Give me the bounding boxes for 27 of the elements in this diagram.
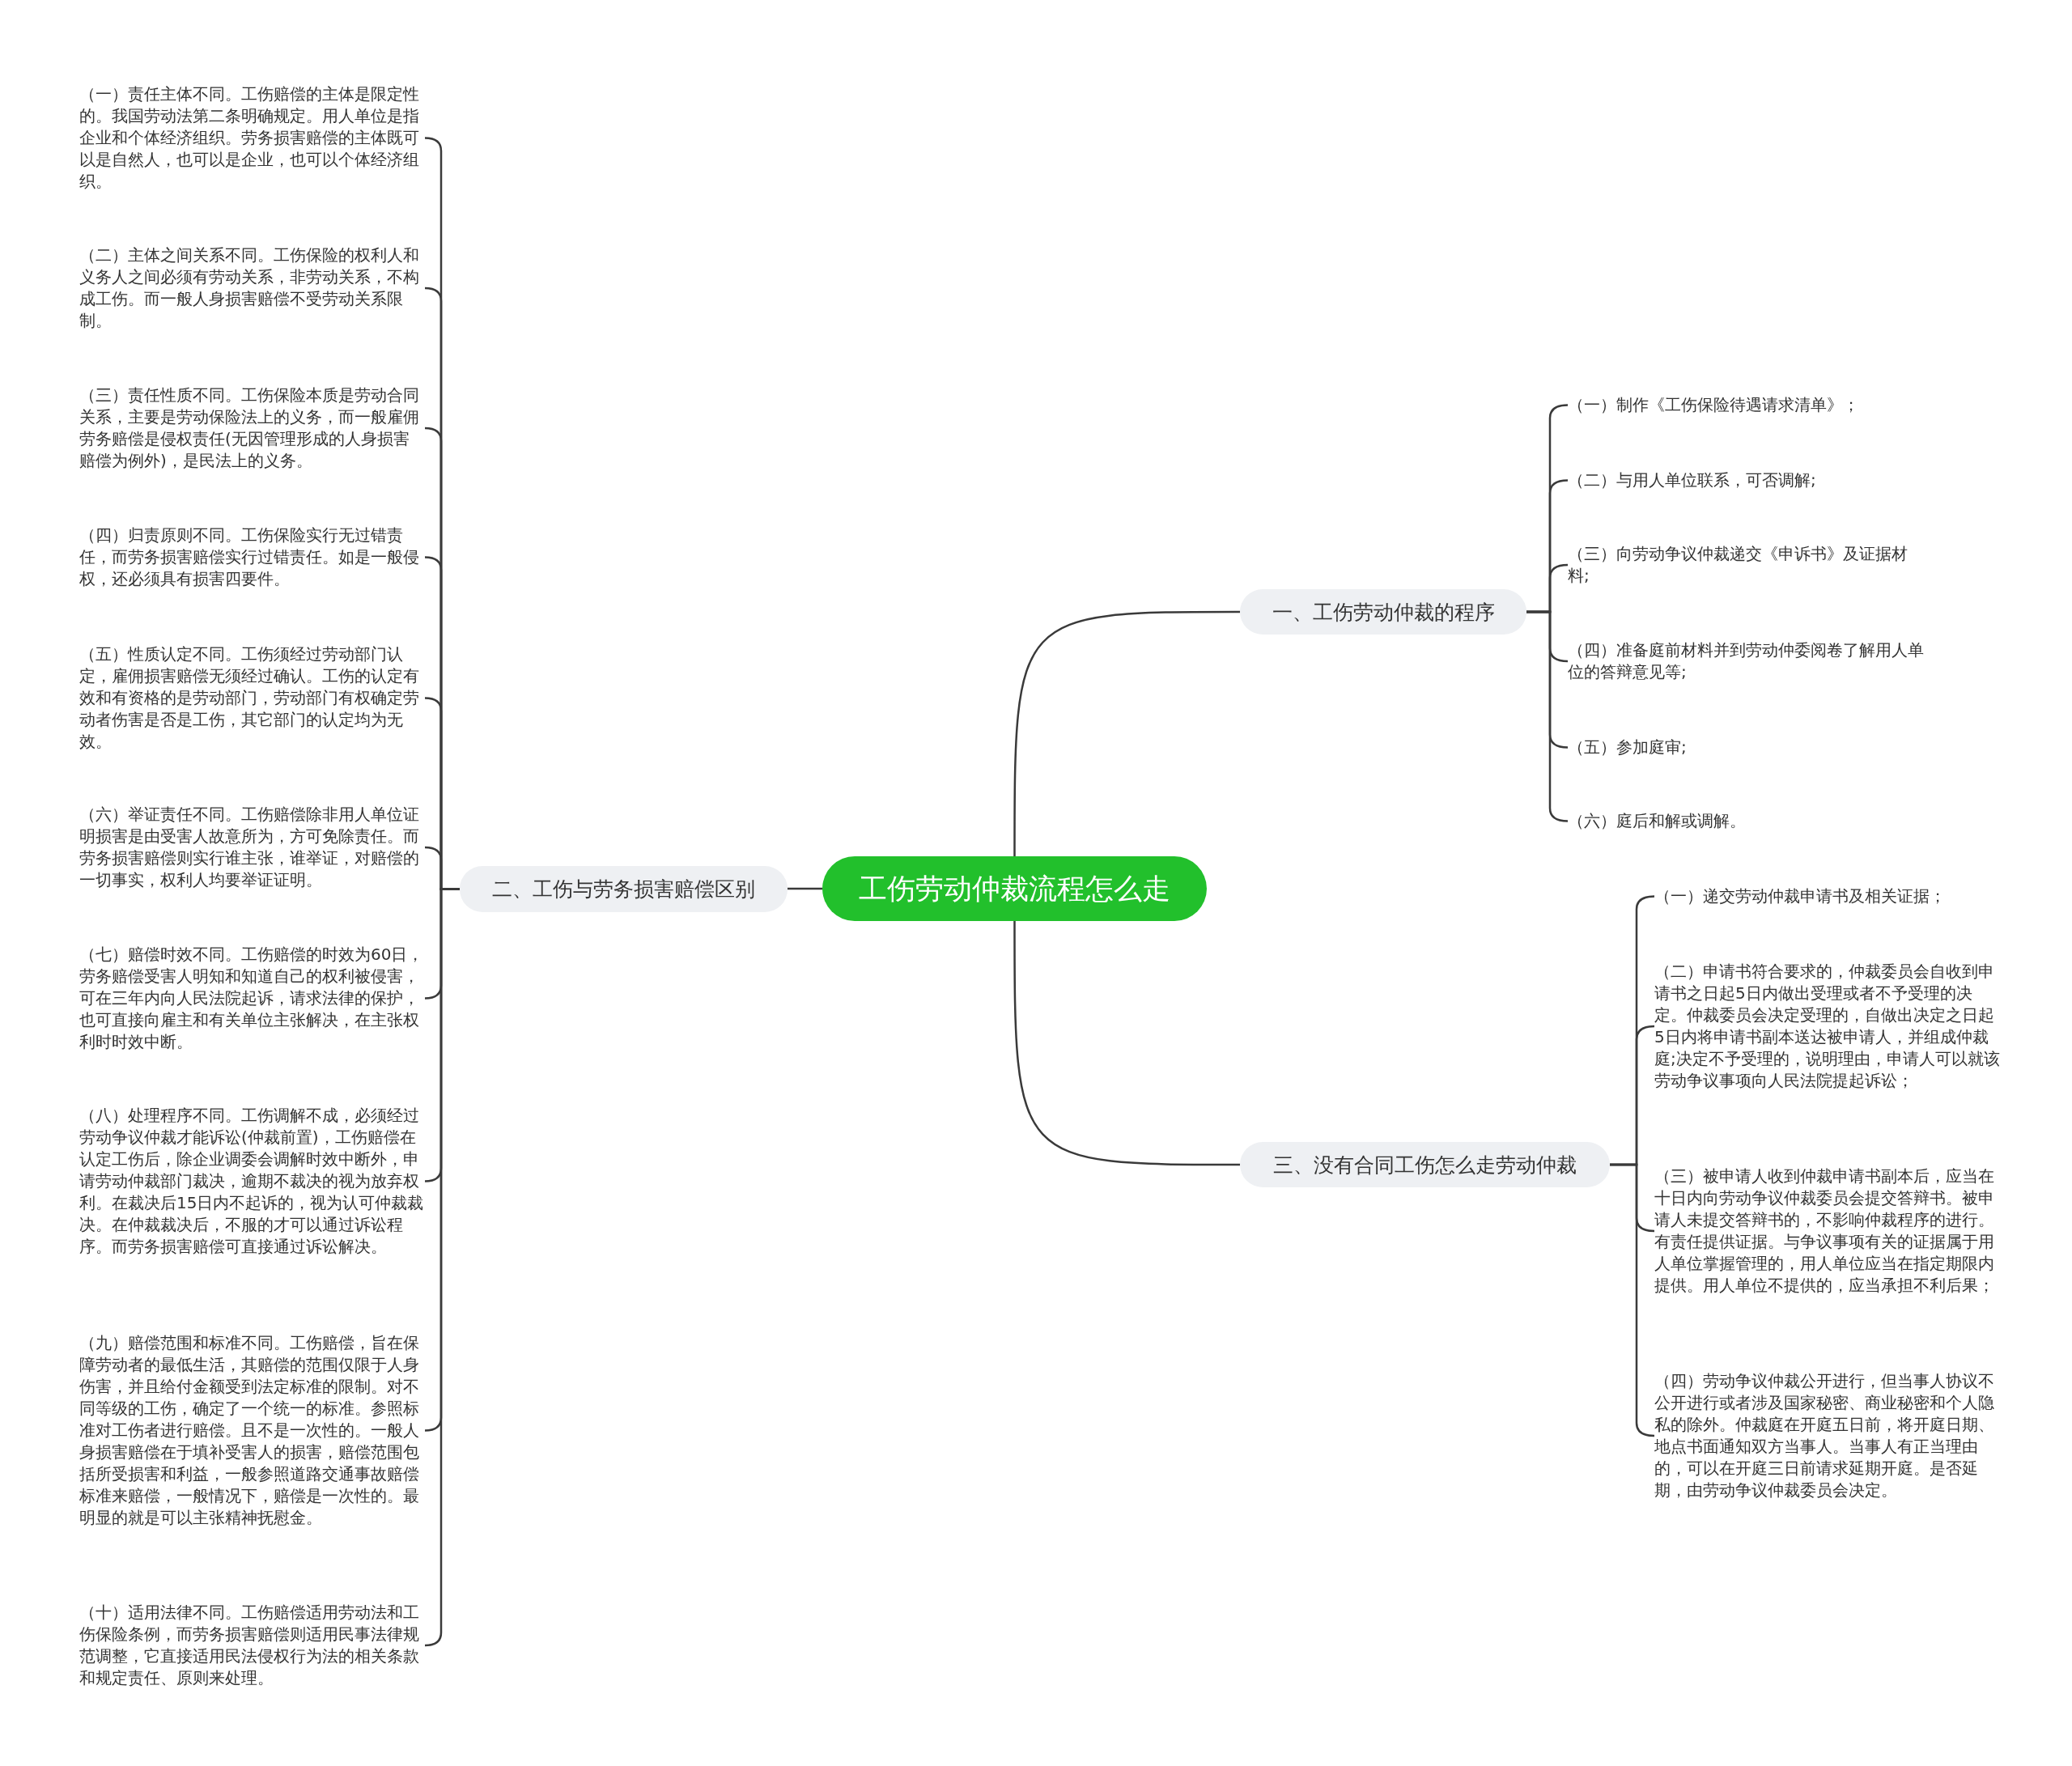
subtopic-text: （五）性质认定不同。工伤须经过劳动部门认定，雇佣损害赔偿无须经过确认。工伤的认定有效和有资格的是劳动部门，劳动部门有权确定劳动者伤害是否是工伤，其它部门的认定均为无效。 <box>79 643 425 753</box>
subtopic-text: （五）参加庭审; <box>1568 737 1924 758</box>
subtopic-text: （三）向劳动争议仲裁递交《申诉书》及证据材料; <box>1568 543 1924 587</box>
subtopic-text: （三）责任性质不同。工伤保险本质是劳动合同关系，主要是劳动保险法上的义务，而一般雇佣劳务赔偿是侵权责任(无因管理形成的人身损害赔偿为例外)，是民法上的义务。 <box>79 384 425 472</box>
subtopic-text: （一）责任主体不同。工伤赔偿的主体是限定性的。我国劳动法第二条明确规定。用人单位是指企业和个体经济组织。劳务损害赔偿的主体既可以是自然人，也可以是企业，也可以个体经济组织。 <box>79 83 425 193</box>
subtopic-text: （九）赔偿范围和标准不同。工伤赔偿，旨在保障劳动者的最低生活，其赔偿的范围仅限于人身伤害，并且给付金额受到法定标准的限制。对不同等级的工伤，确定了一个统一的标准。参照标准对工伤者进行赔偿。且不是一次性的。一般人身损害赔偿在于填补受害人的损害，赔偿范围包括所受损害和利益，一般参照道路交通事故赔偿标准来赔偿，一般情况下，赔偿是一次性的。最明显的就是可以主张精神抚慰金。 <box>79 1332 425 1529</box>
topic-box: 三、没有合同工伤怎么走劳动仲裁 <box>1240 1142 1610 1187</box>
connector-line <box>788 887 822 890</box>
subtopic-text: （二）与用人单位联系，可否调解; <box>1568 469 1924 491</box>
subtopic-text: （三）被申请人收到仲裁申请书副本后，应当在十日内向劳动争议仲裁委员会提交答辩书。被申请人未提交答辩书的，不影响仲裁程序的进行。有责任提供证据。与争议事项有关的证据属于用人单位掌握管理的，用人单位应当在指定期限内提供。用人单位不提供的，应当承担不利后果； <box>1654 1165 2002 1297</box>
subtopic-text: （二）申请书符合要求的，仲裁委员会自收到申请书之日起5日内做出受理或者不予受理的决定。仲裁委员会决定受理的，自做出决定之日起5日内将申请书副本送达被申请人，并组成仲裁庭;决定不予受理的，说明理由，申请人可以就该劳动争议事项向人民法院提起诉讼； <box>1654 961 2002 1092</box>
subtopic-text: （七）赔偿时效不同。工伤赔偿的时效为60日，劳务赔偿受害人明知和知道自己的权利被侵害，可在三年内向人民法院起诉，请求法律的保护，也可直接向雇主和有关单位主张解决，在主张权利时时效中断。 <box>79 944 425 1053</box>
subtopic-text: （二）主体之间关系不同。工伤保险的权利人和义务人之间必须有劳动关系，非劳动关系，不构成工伤。而一般人身损害赔偿不受劳动关系限制。 <box>79 244 425 332</box>
subtopic-text: （四）劳动争议仲裁公开进行，但当事人协议不公开进行或者涉及国家秘密、商业秘密和个人隐私的除外。仲裁庭在开庭五日前，将开庭日期、地点书面通知双方当事人。当事人有正当理由的，可以在开庭三日前请求延期开庭。是否延期，由劳动争议仲裁委员会决定。 <box>1654 1370 2002 1501</box>
subtopic-text: （一）递交劳动仲裁申请书及相关证据； <box>1654 885 2002 907</box>
subtopic-text: （六）庭后和解或调解。 <box>1568 810 1924 832</box>
subtopic-text: （六）举证责任不同。工伤赔偿除非用人单位证明损害是由受害人故意所为，方可免除责任。而劳务损害赔偿则实行谁主张，谁举证，对赔偿的一切事实，权利人均要举证证明。 <box>79 804 425 891</box>
connector-line <box>1013 610 1240 856</box>
topic-box: 一、工伤劳动仲裁的程序 <box>1240 589 1526 635</box>
subtopic-text: （四）准备庭前材料并到劳动仲委阅卷了解用人单位的答辩意见等; <box>1568 639 1924 683</box>
subtopic-text: （十）适用法律不同。工伤赔偿适用劳动法和工伤保险条例，而劳务损害赔偿则适用民事法律规范调整，它直接适用民法侵权行为法的相关条款和规定责任、原则来处理。 <box>79 1602 425 1689</box>
connector-line <box>1013 921 1240 1166</box>
central-topic: 工伤劳动仲裁流程怎么走 <box>822 856 1207 921</box>
subtopic-text: （一）制作《工伤保险待遇请求清单》； <box>1568 394 1924 416</box>
topic-box: 二、工伤与劳务损害赔偿区别 <box>460 866 788 912</box>
subtopic-text: （八）处理程序不同。工伤调解不成，必须经过劳动争议仲裁才能诉讼(仲裁前置)，工伤赔偿在认定工伤后，除企业调委会调解时效中断外，申请劳动仲裁部门裁决，逾期不裁决的视为放弃权利。在裁决后15日内不起诉的，视为认可仲裁裁决。在仲裁裁决后，不服的才可以通过诉讼程序。而劳务损害赔偿可直接通过诉讼解决。 <box>79 1105 425 1258</box>
subtopic-text: （四）归责原则不同。工伤保险实行无过错责任，而劳务损害赔偿实行过错责任。如是一般侵权，还必须具有损害四要件。 <box>79 524 425 590</box>
